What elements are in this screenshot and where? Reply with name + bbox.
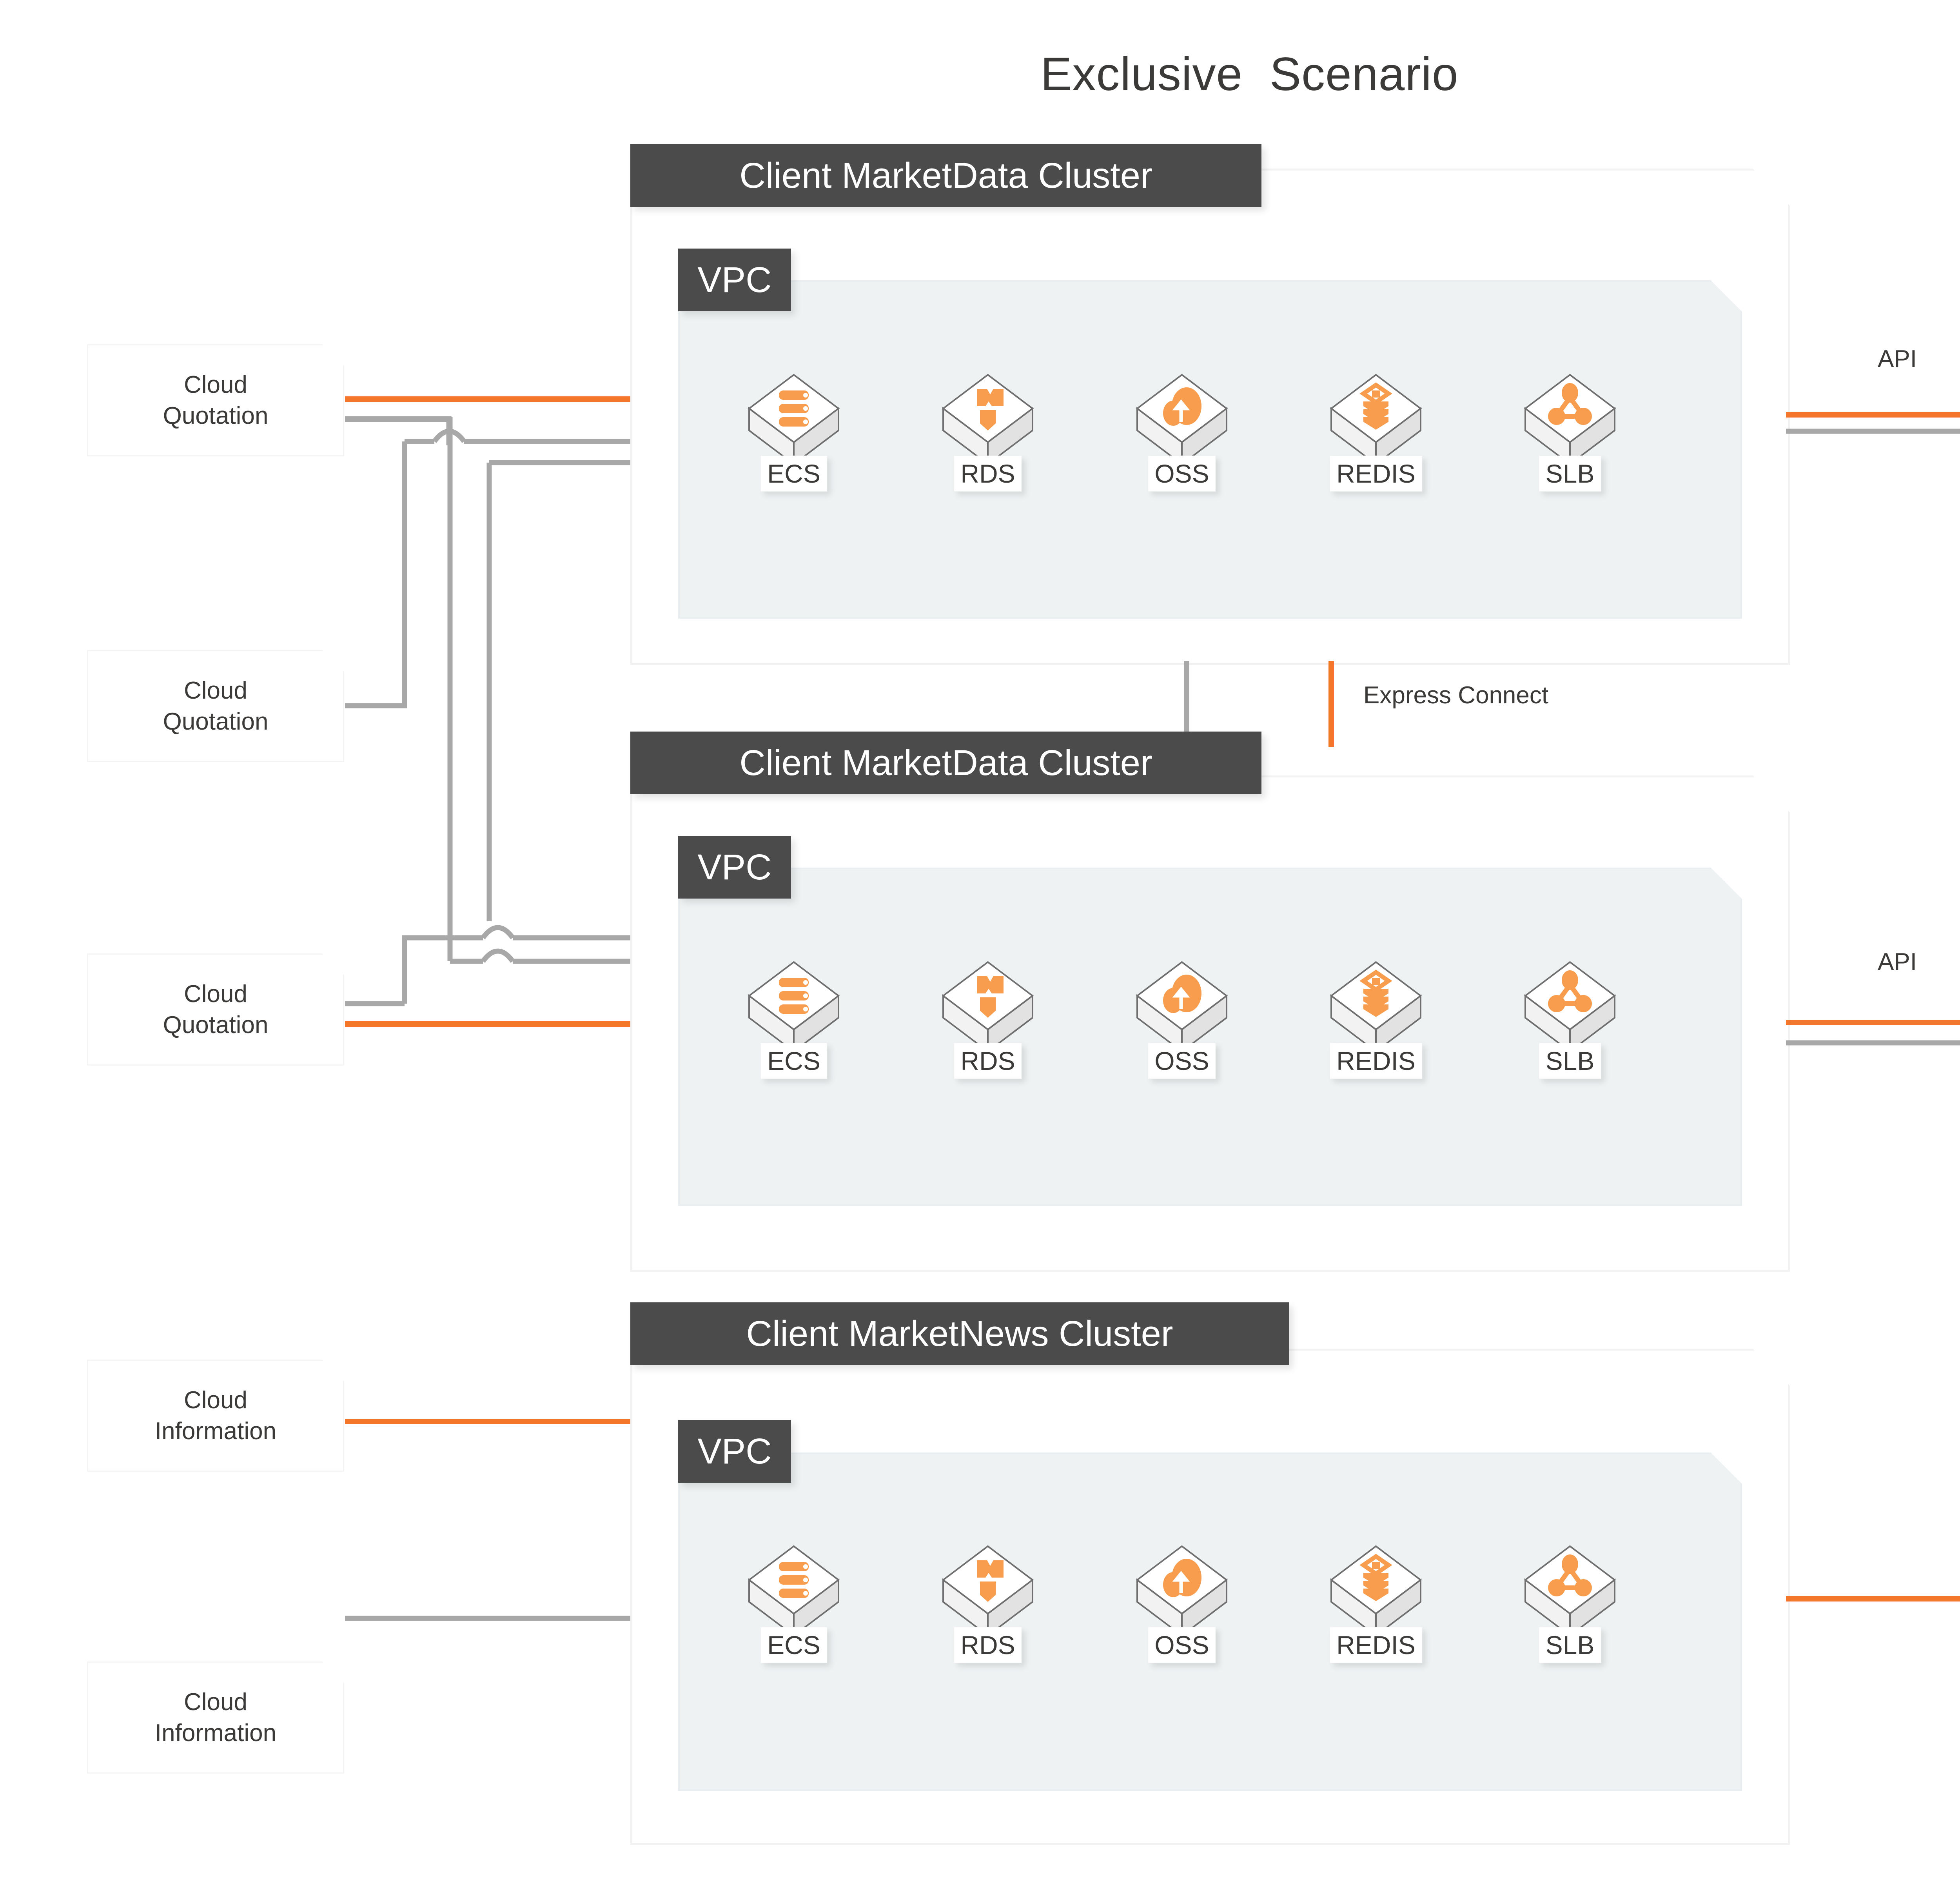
- service-label: REDIS: [1330, 1627, 1422, 1663]
- label-express-connect: Express Connect: [1363, 682, 1549, 709]
- service-node-oss[interactable]: OSS: [1135, 960, 1229, 1079]
- cluster-marketdata-1-header: Client MarketData Cluster: [630, 144, 1261, 207]
- note-line-2: Quotation: [163, 402, 269, 429]
- server-stack-icon: [747, 1544, 841, 1638]
- note-line-1: Cloud: [184, 980, 247, 1008]
- service-label: REDIS: [1330, 456, 1422, 492]
- service-node-slb[interactable]: SLB: [1523, 1544, 1617, 1663]
- note-line-2: Information: [154, 1720, 277, 1747]
- service-label: OSS: [1148, 1627, 1216, 1663]
- service-label: RDS: [954, 456, 1022, 492]
- cluster-marketdata-2-vpc-header: VPC: [678, 836, 791, 899]
- service-node-oss[interactable]: OSS: [1135, 372, 1229, 492]
- cluster-marketdata-2-header: Client MarketData Cluster: [630, 732, 1261, 794]
- layered-cache-icon: [1329, 960, 1423, 1054]
- note-line-1: Cloud: [184, 677, 247, 704]
- service-label: OSS: [1148, 1043, 1216, 1079]
- note-line-1: Cloud: [184, 371, 247, 398]
- service-label: RDS: [954, 1627, 1022, 1663]
- load-balancer-icon: [1523, 960, 1617, 1054]
- object-storage-icon: [1135, 372, 1229, 467]
- service-node-ecs[interactable]: ECS: [747, 1544, 841, 1663]
- service-node-redis[interactable]: REDIS: [1329, 372, 1423, 492]
- service-label: REDIS: [1330, 1043, 1422, 1079]
- database-icon: [941, 960, 1035, 1054]
- service-node-rds[interactable]: RDS: [941, 1544, 1035, 1663]
- cluster-marketnews-vpc-header: VPC: [678, 1420, 791, 1483]
- label-api-bottom: API: [1878, 948, 1917, 975]
- service-node-slb[interactable]: SLB: [1523, 372, 1617, 492]
- layered-cache-icon: [1329, 372, 1423, 467]
- layered-cache-icon: [1329, 1544, 1423, 1638]
- service-label: OSS: [1148, 456, 1216, 492]
- service-label: ECS: [760, 456, 827, 492]
- object-storage-icon: [1135, 1544, 1229, 1638]
- server-stack-icon: [747, 960, 841, 1054]
- note-line-2: Quotation: [163, 708, 269, 735]
- service-label: RDS: [954, 1043, 1022, 1079]
- label-api-top: API: [1878, 345, 1917, 372]
- cluster-header-label: Client MarketData Cluster: [739, 155, 1152, 196]
- load-balancer-icon: [1523, 1544, 1617, 1638]
- source-note-quotation-2[interactable]: Cloud Quotation: [87, 650, 344, 762]
- database-icon: [941, 372, 1035, 467]
- service-node-ecs[interactable]: ECS: [747, 960, 841, 1079]
- page-title: Exclusive Scenario: [1040, 48, 1459, 100]
- vpc-label: VPC: [697, 847, 772, 887]
- source-note-quotation-1[interactable]: Cloud Quotation: [87, 344, 344, 456]
- service-label: SLB: [1539, 456, 1601, 492]
- source-note-information-2[interactable]: Cloud Information: [87, 1661, 344, 1774]
- service-node-oss[interactable]: OSS: [1135, 1544, 1229, 1663]
- source-note-information-1[interactable]: Cloud Information: [87, 1360, 344, 1472]
- source-note-quotation-3[interactable]: Cloud Quotation: [87, 953, 344, 1066]
- note-line-2: Quotation: [163, 1011, 269, 1039]
- load-balancer-icon: [1523, 372, 1617, 467]
- database-icon: [941, 1544, 1035, 1638]
- service-node-rds[interactable]: RDS: [941, 960, 1035, 1079]
- cluster-marketnews-header: Client MarketNews Cluster: [630, 1302, 1289, 1365]
- service-label: SLB: [1539, 1627, 1601, 1663]
- note-line-2: Information: [154, 1418, 277, 1445]
- vpc-label: VPC: [697, 260, 772, 300]
- service-node-redis[interactable]: REDIS: [1329, 1544, 1423, 1663]
- service-label: ECS: [760, 1043, 827, 1079]
- cluster-marketnews-vpc: [678, 1453, 1742, 1791]
- cluster-marketdata-1-vpc-header: VPC: [678, 249, 791, 311]
- note-line-1: Cloud: [184, 1386, 247, 1414]
- cluster-header-label: Client MarketData Cluster: [739, 743, 1152, 783]
- object-storage-icon: [1135, 960, 1229, 1054]
- server-stack-icon: [747, 372, 841, 467]
- service-label: ECS: [760, 1627, 827, 1663]
- cluster-header-label: Client MarketNews Cluster: [746, 1313, 1173, 1354]
- service-node-redis[interactable]: REDIS: [1329, 960, 1423, 1079]
- service-node-slb[interactable]: SLB: [1523, 960, 1617, 1079]
- note-line-1: Cloud: [184, 1688, 247, 1716]
- service-label: SLB: [1539, 1043, 1601, 1079]
- service-node-ecs[interactable]: ECS: [747, 372, 841, 492]
- vpc-label: VPC: [697, 1431, 772, 1471]
- service-node-rds[interactable]: RDS: [941, 372, 1035, 492]
